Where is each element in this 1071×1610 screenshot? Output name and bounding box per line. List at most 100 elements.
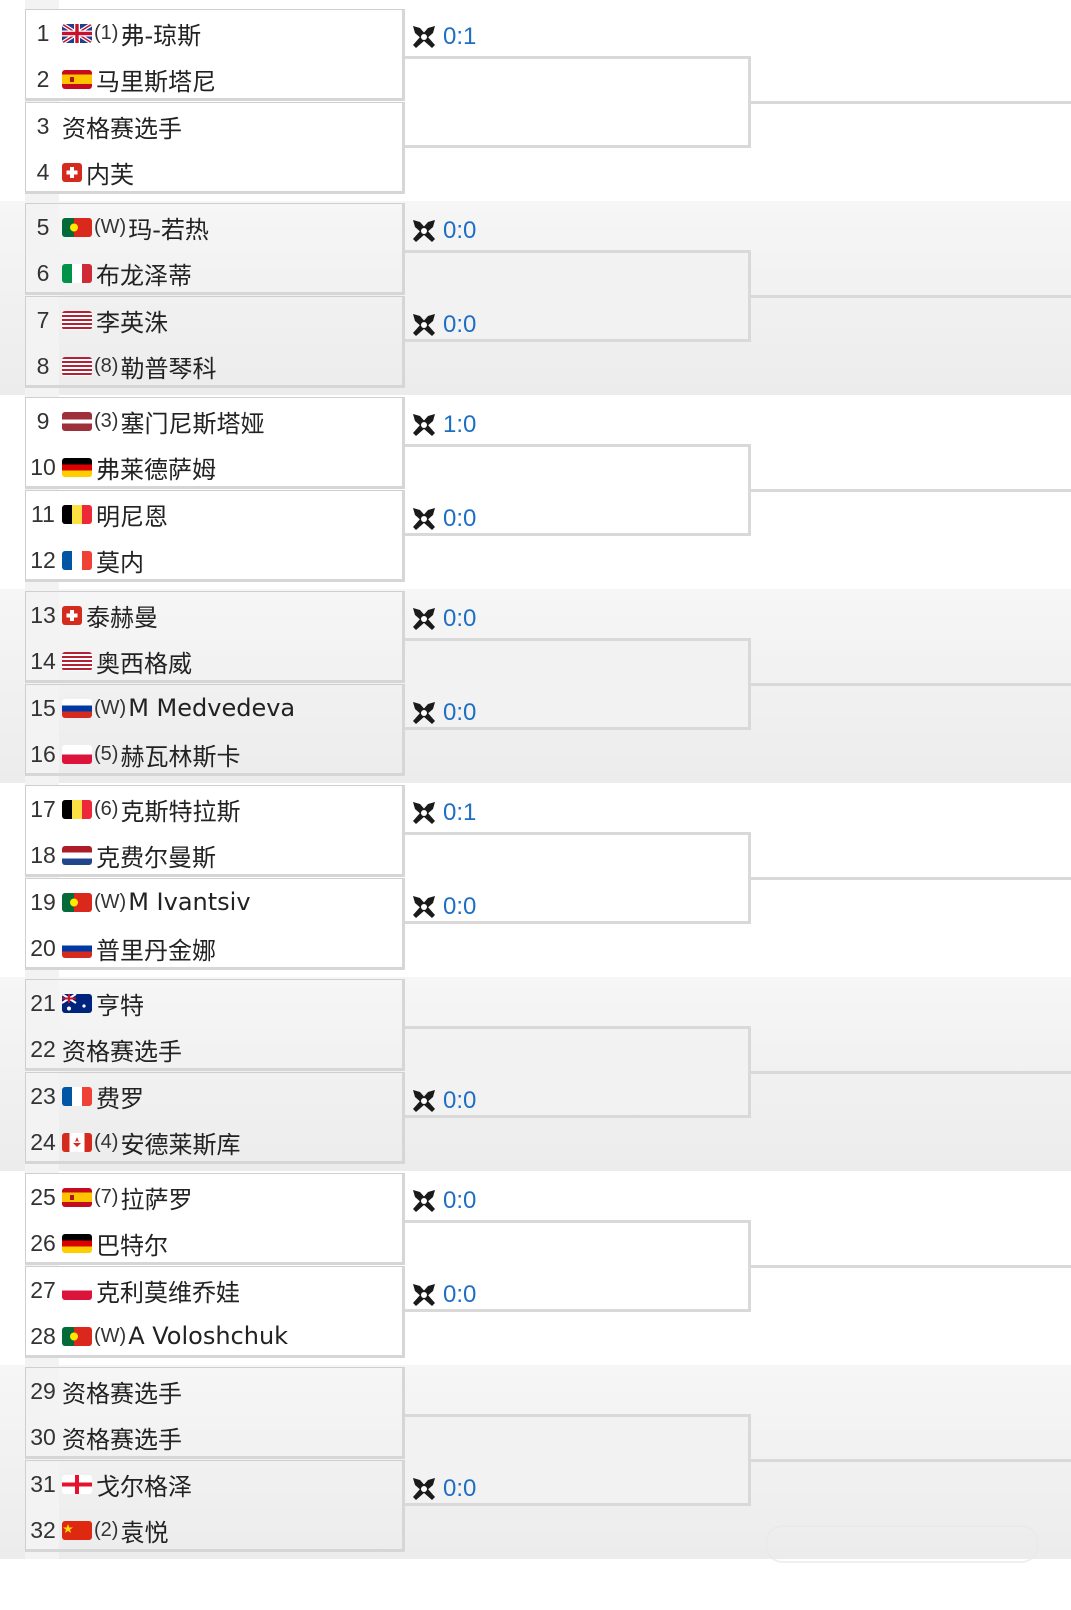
player-row[interactable]: 25(7)拉萨罗 — [26, 1174, 402, 1220]
head-to-head-value[interactable]: 1:0 — [443, 411, 477, 438]
head-to-head-value[interactable]: 0:0 — [443, 311, 477, 338]
player-name[interactable]: A Voloshchuk — [128, 1322, 289, 1350]
player-name[interactable]: 袁悦 — [120, 1518, 169, 1547]
match-score[interactable]: 0:0 — [410, 1278, 476, 1312]
match-score[interactable]: 0:0 — [410, 1184, 476, 1218]
player-name[interactable]: 亨特 — [96, 991, 144, 1020]
head-to-head-value[interactable]: 0:0 — [443, 893, 477, 920]
player-name[interactable]: 资格赛选手 — [62, 1425, 182, 1454]
match-score[interactable]: 0:0 — [410, 1472, 476, 1506]
player-name[interactable]: 克利莫维乔娃 — [96, 1278, 240, 1307]
player-name[interactable]: 莫内 — [96, 548, 144, 577]
player-name[interactable]: 拉萨罗 — [120, 1185, 193, 1214]
head-to-head-value[interactable]: 0:0 — [443, 699, 477, 726]
player-name[interactable]: 克费尔曼斯 — [96, 843, 216, 872]
player-name[interactable]: 玛-若热 — [128, 215, 209, 244]
player-name[interactable]: 内芙 — [86, 160, 134, 189]
player-row[interactable]: 32(2)袁悦 — [26, 1507, 402, 1553]
player-row[interactable]: 1(1)弗-琼斯 — [26, 10, 402, 56]
match-score[interactable]: 0:0 — [410, 890, 476, 924]
head-to-head-value[interactable]: 0:0 — [443, 217, 477, 244]
player-name[interactable]: 布龙泽蒂 — [96, 261, 192, 290]
player-row[interactable]: 5(W)玛-若热 — [26, 204, 402, 250]
player-name[interactable]: 戈尔格泽 — [96, 1472, 192, 1501]
player-name[interactable]: 明尼恩 — [96, 502, 168, 531]
player-name[interactable]: 资格赛选手 — [62, 114, 182, 143]
player-name[interactable]: 克斯特拉斯 — [120, 797, 241, 826]
head-to-head-value[interactable]: 0:0 — [443, 1281, 477, 1308]
player-name[interactable]: 弗-琼斯 — [120, 21, 202, 50]
player-name[interactable]: M Medvedeva — [128, 694, 296, 722]
player-name[interactable]: 资格赛选手 — [62, 1037, 182, 1066]
match-score[interactable]: 0:0 — [410, 214, 476, 248]
head-to-head-value[interactable]: 0:1 — [443, 23, 477, 50]
player-row[interactable]: 19(W)M Ivantsiv — [26, 879, 402, 925]
head-to-head-value[interactable]: 0:0 — [443, 605, 477, 632]
player-name[interactable]: 奥西格威 — [96, 649, 192, 678]
match-score[interactable]: 0:0 — [410, 1084, 476, 1118]
match-score[interactable]: 0:1 — [410, 796, 476, 830]
head-to-head-value[interactable]: 0:0 — [443, 1475, 477, 1502]
head-to-head-value[interactable]: 0:1 — [443, 799, 477, 826]
player-name[interactable]: M Ivantsiv — [128, 888, 251, 916]
player-row[interactable]: 17(6)克斯特拉斯 — [26, 786, 402, 832]
player-name[interactable]: 赫瓦林斯卡 — [120, 742, 241, 771]
player-name[interactable]: 巴特尔 — [96, 1231, 168, 1260]
player-name[interactable]: 弗莱德萨姆 — [96, 455, 216, 484]
player-name[interactable]: 费罗 — [96, 1084, 144, 1113]
player-row[interactable]: 15(W)M Medvedeva — [26, 685, 402, 731]
match-score[interactable]: 0:1 — [410, 20, 476, 54]
player-row[interactable]: 8(8)勒普琴科 — [26, 343, 402, 389]
head-to-head-value[interactable]: 0:0 — [443, 505, 477, 532]
player-row[interactable]: 28(W)A Voloshchuk — [26, 1313, 402, 1359]
match-score[interactable]: 0:0 — [410, 602, 476, 636]
match-score[interactable]: 1:0 — [410, 408, 476, 442]
player-name[interactable]: 资格赛选手 — [62, 1379, 182, 1408]
player-name[interactable]: 李英洙 — [96, 308, 168, 337]
player-row[interactable]: 16(5)赫瓦林斯卡 — [26, 731, 402, 777]
match-score[interactable]: 0:0 — [410, 308, 476, 342]
match-score[interactable]: 0:0 — [410, 696, 476, 730]
player-name[interactable]: 塞门尼斯塔娅 — [120, 409, 265, 438]
player-row[interactable]: 24(4)安德莱斯库 — [26, 1119, 402, 1165]
player-name[interactable]: 普里丹金娜 — [96, 936, 216, 965]
player-name[interactable]: 泰赫曼 — [86, 603, 158, 632]
player-name[interactable]: 勒普琴科 — [120, 354, 217, 383]
player-name[interactable]: 安德莱斯库 — [120, 1130, 241, 1159]
head-to-head-value[interactable]: 0:0 — [443, 1187, 477, 1214]
